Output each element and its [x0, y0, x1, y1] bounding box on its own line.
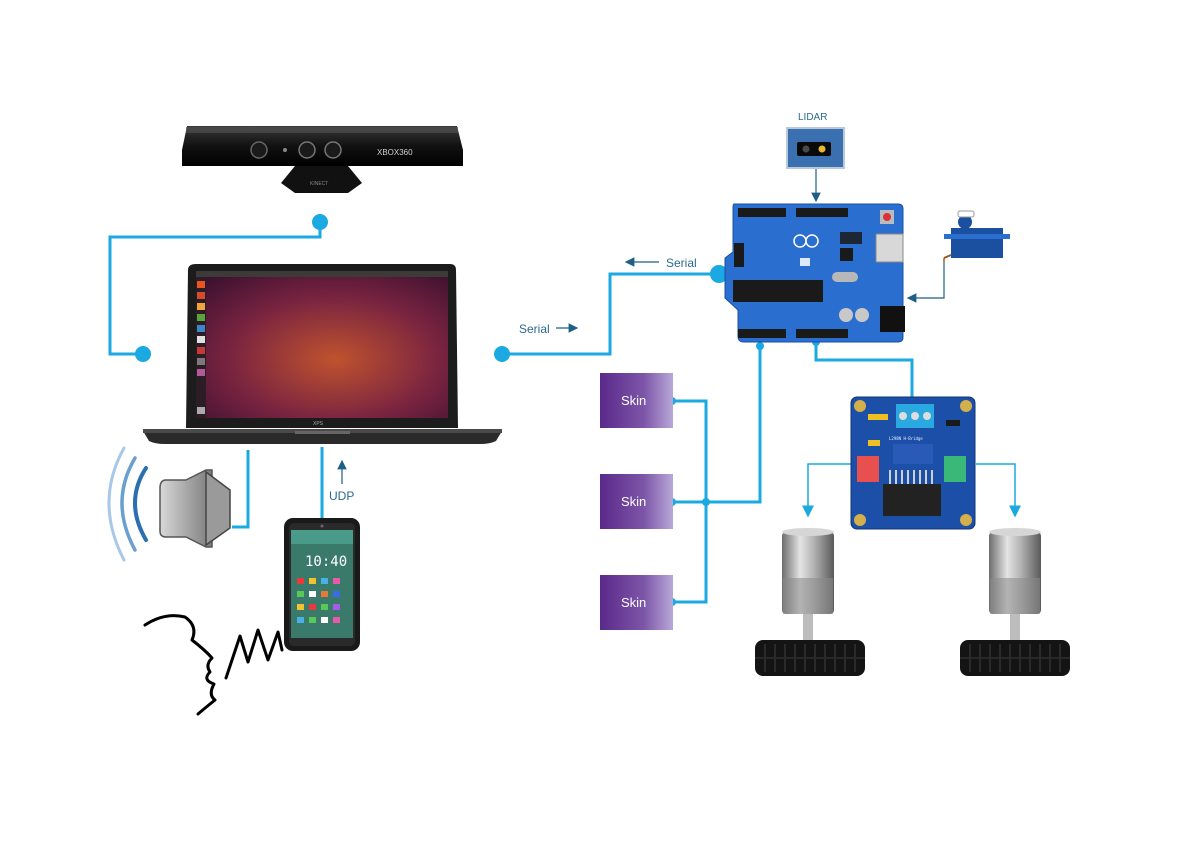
arduino-usb-port — [875, 233, 904, 263]
kinect-depth-camera — [324, 141, 342, 159]
skin-label: Skin — [621, 595, 646, 610]
skin-bus — [672, 346, 762, 604]
serial-left-label: Serial — [519, 322, 550, 336]
launcher-icons — [197, 281, 205, 414]
arduino-header-bottom-left — [738, 329, 786, 338]
smartphone: 10:40 — [284, 518, 360, 651]
speaker-connector — [232, 450, 250, 529]
servo-motor — [943, 210, 1010, 262]
kinect-brand: XBOX360 — [377, 148, 413, 157]
skin-label: Skin — [621, 393, 646, 408]
laptop-arduino-connector — [502, 272, 719, 356]
driver-left-terminal — [857, 456, 879, 482]
kinect-led — [283, 148, 287, 152]
kinect-rgb-camera — [298, 141, 316, 159]
driver-left-motor-arrow — [802, 463, 856, 518]
skin-sensor-2: Skin — [600, 474, 673, 529]
node-kinect — [312, 214, 328, 230]
laptop-brand: XPS — [313, 421, 324, 427]
kinect-ir-emitter — [250, 141, 268, 159]
skin-label: Skin — [621, 494, 646, 509]
servo-arrow — [906, 258, 945, 303]
arduino-power-jack — [880, 306, 905, 332]
driver-right-motor-arrow — [976, 463, 1021, 518]
arduino-driver-connector — [814, 342, 914, 400]
right-wheel — [960, 640, 1070, 676]
skin-sensors: Skin Skin Skin — [600, 373, 673, 630]
arduino-header-bottom-right — [796, 329, 848, 338]
laptop: XPS — [143, 264, 502, 444]
arduino-header-top-right — [796, 208, 848, 217]
motor-arrows — [802, 463, 1021, 518]
serial-top-label: Serial — [666, 256, 697, 270]
node-arduino-bottom — [756, 342, 764, 350]
lidar-sensor — [786, 127, 845, 169]
kinect-base-label: KINECT — [310, 181, 328, 187]
skin-sensor-1: Skin — [600, 373, 673, 428]
motor-driver-board: L298N H-Bridge — [850, 396, 976, 530]
arduino-microcontroller — [733, 280, 823, 302]
right-motor — [989, 528, 1041, 640]
arduino-board — [724, 203, 905, 343]
kinect-sensor: XBOX360 KINECT — [182, 126, 463, 193]
laptop-screen — [196, 271, 448, 418]
udp-label: UDP — [329, 489, 354, 503]
node-skin-bus — [702, 498, 710, 506]
phone-app-grid — [297, 578, 340, 623]
lidar-label: LIDAR — [798, 112, 827, 123]
node-laptop-right — [494, 346, 510, 362]
node-arduino — [710, 265, 728, 283]
arduino-header-top-left — [738, 208, 786, 217]
driver-heatsink-chip — [883, 484, 941, 516]
speaking-head-icon — [143, 614, 284, 716]
speaker-icon — [107, 446, 231, 562]
phone-clock: 10:40 — [305, 554, 347, 570]
driver-right-terminal — [944, 456, 966, 482]
driver-silkscreen: L298N H-Bridge — [889, 436, 923, 441]
left-wheel — [755, 640, 865, 676]
skin-sensor-3: Skin — [600, 575, 673, 630]
left-motor — [782, 528, 834, 640]
kinect-laptop-connector — [108, 222, 322, 356]
node-laptop-left — [135, 346, 151, 362]
signal-arrows — [337, 168, 945, 484]
